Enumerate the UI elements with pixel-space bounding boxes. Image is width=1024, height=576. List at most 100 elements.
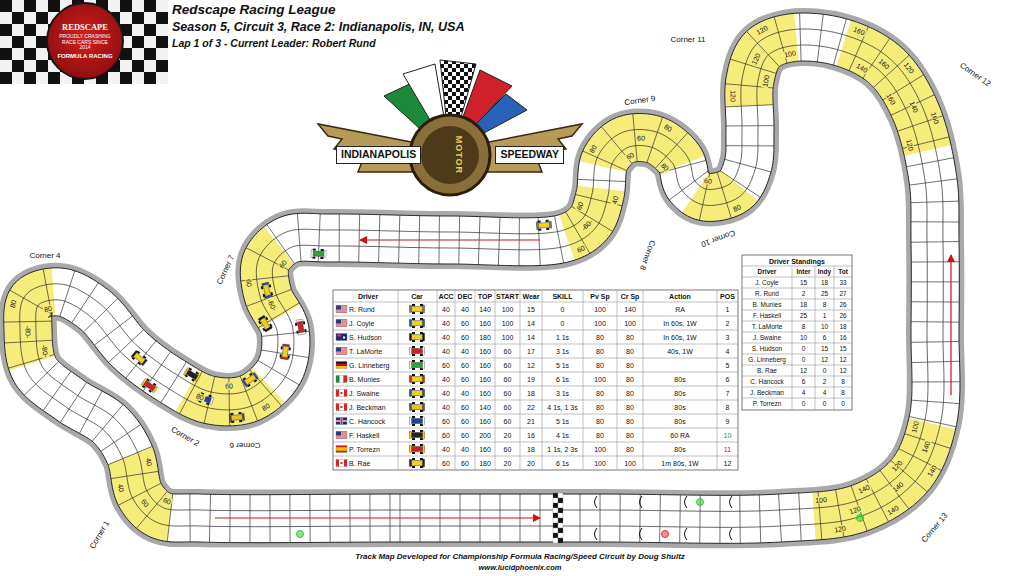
table-cell: 80 xyxy=(596,404,604,411)
table-header: Car xyxy=(411,293,423,300)
table-cell: 60 xyxy=(442,460,450,467)
table-rule xyxy=(742,288,852,289)
car-wing xyxy=(141,359,147,366)
car-wing xyxy=(410,306,412,313)
car-wing xyxy=(280,357,288,360)
space-line xyxy=(874,55,910,87)
driver-name: R. Rund xyxy=(755,290,779,297)
grid-mark xyxy=(595,496,598,508)
speedway-logo xyxy=(318,60,582,195)
speedway-banner: INDIANAPOLISMOTORSPEEDWAY xyxy=(336,141,564,169)
checker-square xyxy=(144,24,156,36)
flag-part xyxy=(336,348,341,352)
space-line xyxy=(912,381,960,382)
space-line xyxy=(911,201,959,203)
car-wheel xyxy=(412,360,415,362)
car-body xyxy=(410,447,424,452)
table-cell: 33 xyxy=(839,279,846,286)
checker-square xyxy=(36,12,48,24)
flag-border xyxy=(336,432,347,439)
car-wing xyxy=(410,404,412,411)
car-wheel xyxy=(412,402,415,404)
car-wing xyxy=(242,413,245,420)
corner-label: Corner 8 xyxy=(638,239,656,271)
table-cell: 7 xyxy=(726,390,730,397)
car-wing xyxy=(423,389,425,397)
car-wing xyxy=(536,222,539,230)
driver-name: G. Linneberg xyxy=(349,362,389,369)
marker-dot xyxy=(857,515,864,522)
race-car xyxy=(410,458,425,468)
track-surface xyxy=(28,37,936,519)
car-wing xyxy=(423,459,425,467)
space-line xyxy=(779,494,782,542)
table-cell: 60 xyxy=(504,418,512,425)
checker-square xyxy=(24,48,36,60)
flag-border xyxy=(336,390,347,397)
checker-square xyxy=(24,24,36,36)
table-cell: 80 xyxy=(596,390,604,397)
space-line xyxy=(912,361,960,362)
corner-zone xyxy=(264,245,279,317)
table-rule xyxy=(333,456,738,457)
table-rule xyxy=(643,290,644,470)
checker-square xyxy=(0,0,12,12)
space-line xyxy=(339,214,340,262)
checker-square xyxy=(156,72,168,84)
car-wing xyxy=(296,319,303,322)
race-car xyxy=(410,374,425,384)
marker-dot xyxy=(297,531,304,538)
checker-square xyxy=(48,72,60,84)
table-cell: 60 xyxy=(461,376,469,383)
flag-part xyxy=(336,306,347,313)
table-cell: 60 xyxy=(461,460,469,467)
table-cell: 80s xyxy=(674,446,685,453)
table-cell: 9 xyxy=(726,418,730,425)
flag-border xyxy=(336,348,347,355)
space-line xyxy=(911,301,959,302)
checker-square xyxy=(132,72,144,84)
flag-part xyxy=(341,392,343,394)
table-cell: 15 xyxy=(839,345,846,352)
table-cell: 1m 80s, 1W xyxy=(661,460,698,467)
grid-mark xyxy=(730,496,733,508)
table-cell: 40s, 1W xyxy=(667,348,693,355)
space-line xyxy=(717,172,731,218)
table-cell: 80 xyxy=(626,334,634,341)
flag-border xyxy=(336,306,347,313)
table-rule xyxy=(475,290,476,470)
race-car xyxy=(279,344,291,360)
grid-mark xyxy=(595,528,598,540)
table-cell: 80 xyxy=(596,362,604,369)
flag-part xyxy=(336,404,347,411)
car-wing xyxy=(423,319,425,327)
table-cell: 80 xyxy=(626,432,634,439)
car-wheel xyxy=(412,388,415,390)
checker-square xyxy=(24,60,36,72)
checker-square xyxy=(0,60,12,72)
car-wing xyxy=(253,372,259,379)
driver-name: J. Coyle xyxy=(755,279,778,286)
table-cell: 20 xyxy=(527,460,535,467)
table-cell: 100 xyxy=(594,446,606,453)
checker-square xyxy=(24,36,36,48)
table-cell: 160 xyxy=(479,362,491,369)
checker-square xyxy=(12,24,24,36)
car-wing xyxy=(423,361,425,369)
table-cell: 8 xyxy=(726,404,730,411)
driver-name: F. Haskell xyxy=(753,312,781,319)
space-line xyxy=(719,495,720,543)
space-line xyxy=(358,214,360,262)
corner-label: Corner 7 xyxy=(216,254,236,286)
table-cell: 80 xyxy=(626,446,634,453)
flag-part xyxy=(344,390,347,397)
checker-square xyxy=(132,60,144,72)
space-line xyxy=(906,158,953,167)
car-body xyxy=(410,349,424,354)
table-header: Cr Sp xyxy=(621,293,640,300)
space-line xyxy=(725,105,773,107)
table-cell: 100 xyxy=(594,320,606,327)
race-car xyxy=(229,412,245,423)
space-line xyxy=(126,341,156,378)
table-cell: 1 xyxy=(823,312,827,319)
